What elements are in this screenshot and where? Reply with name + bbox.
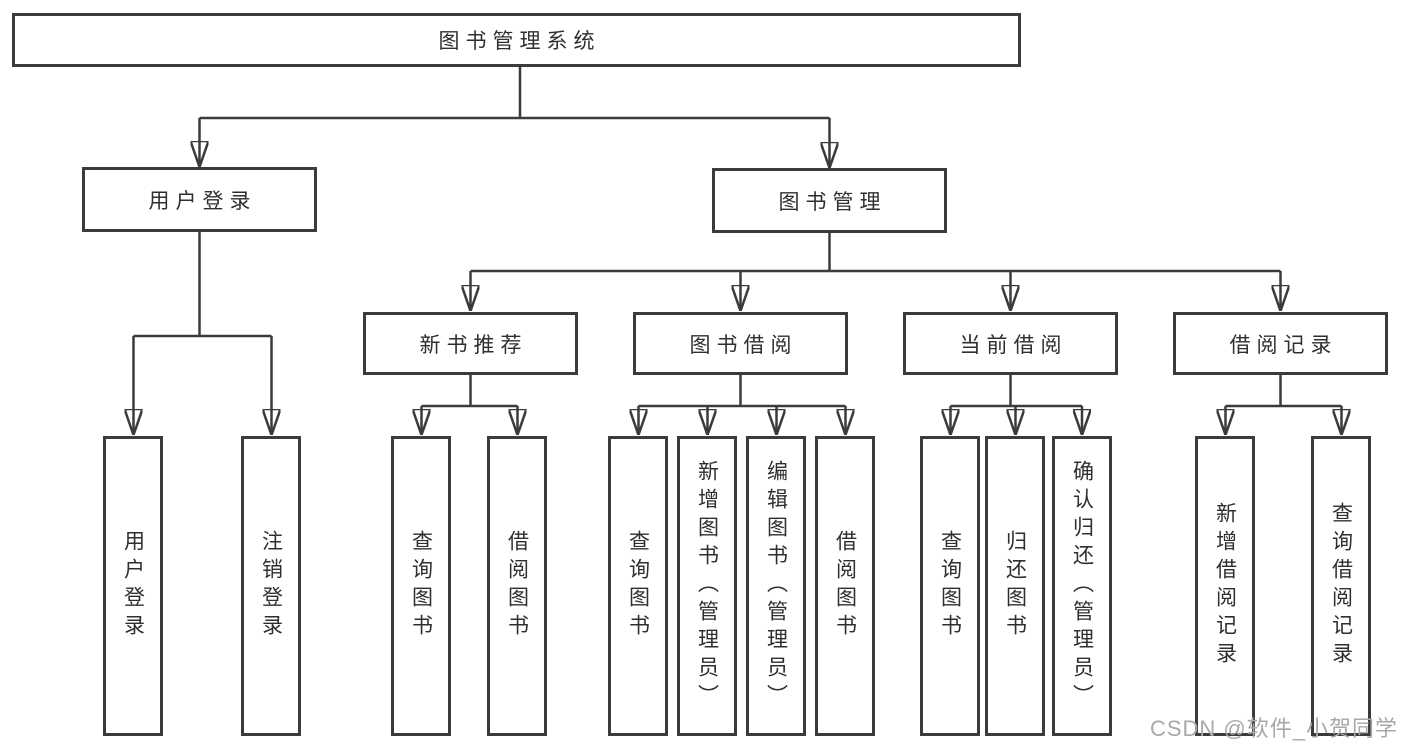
leaf-borrow-books-recommend: 借阅图书 bbox=[487, 436, 547, 736]
leaf-query-borrow-record: 查询借阅记录 bbox=[1311, 436, 1371, 736]
connector-line bbox=[421, 375, 518, 408]
node-user-login: 用户登录 bbox=[82, 167, 317, 232]
node-current-borrowing: 当前借阅 bbox=[903, 312, 1118, 375]
leaf-edit-books-admin: 编辑图书（管理员） bbox=[746, 436, 806, 736]
node-borrowing-records: 借阅记录 bbox=[1173, 312, 1388, 375]
leaf-query-books-current: 查询图书 bbox=[920, 436, 980, 736]
leaf-borrow-books-borrowing: 借阅图书 bbox=[815, 436, 875, 736]
node-new-book-recommendation: 新书推荐 bbox=[363, 312, 578, 375]
node-library-system: 图书管理系统 bbox=[12, 13, 1021, 67]
leaf-return-books: 归还图书 bbox=[985, 436, 1045, 736]
node-book-management: 图书管理 bbox=[712, 168, 947, 233]
leaf-query-books-borrowing: 查询图书 bbox=[608, 436, 668, 736]
csdn-watermark: CSDN @软件_小贺同学 bbox=[1149, 716, 1398, 741]
leaf-add-borrow-record: 新增借阅记录 bbox=[1195, 436, 1255, 736]
connector-line bbox=[133, 232, 272, 338]
connector-records-children bbox=[1226, 375, 1342, 434]
connector-recommend-children bbox=[422, 375, 518, 434]
connector-line bbox=[1225, 375, 1342, 408]
connector-user-login-children bbox=[134, 232, 272, 434]
connector-line bbox=[199, 65, 830, 120]
leaf-confirm-return-admin: 确认归还（管理员） bbox=[1052, 436, 1112, 736]
leaf-add-books-admin: 新增图书（管理员） bbox=[677, 436, 737, 736]
leaf-user-login: 用户登录 bbox=[103, 436, 163, 736]
connector-book-management-children bbox=[471, 233, 1281, 310]
connector-current-borrow-children bbox=[951, 375, 1083, 434]
connector-root-to-level2 bbox=[200, 65, 830, 167]
connector-line bbox=[638, 375, 846, 408]
connector-borrowing-children bbox=[639, 375, 846, 434]
leaf-logout: 注销登录 bbox=[241, 436, 301, 736]
connector-line bbox=[470, 233, 1281, 273]
node-book-borrowing: 图书借阅 bbox=[633, 312, 848, 375]
connector-line bbox=[950, 375, 1082, 408]
leaf-query-books-recommend: 查询图书 bbox=[391, 436, 451, 736]
